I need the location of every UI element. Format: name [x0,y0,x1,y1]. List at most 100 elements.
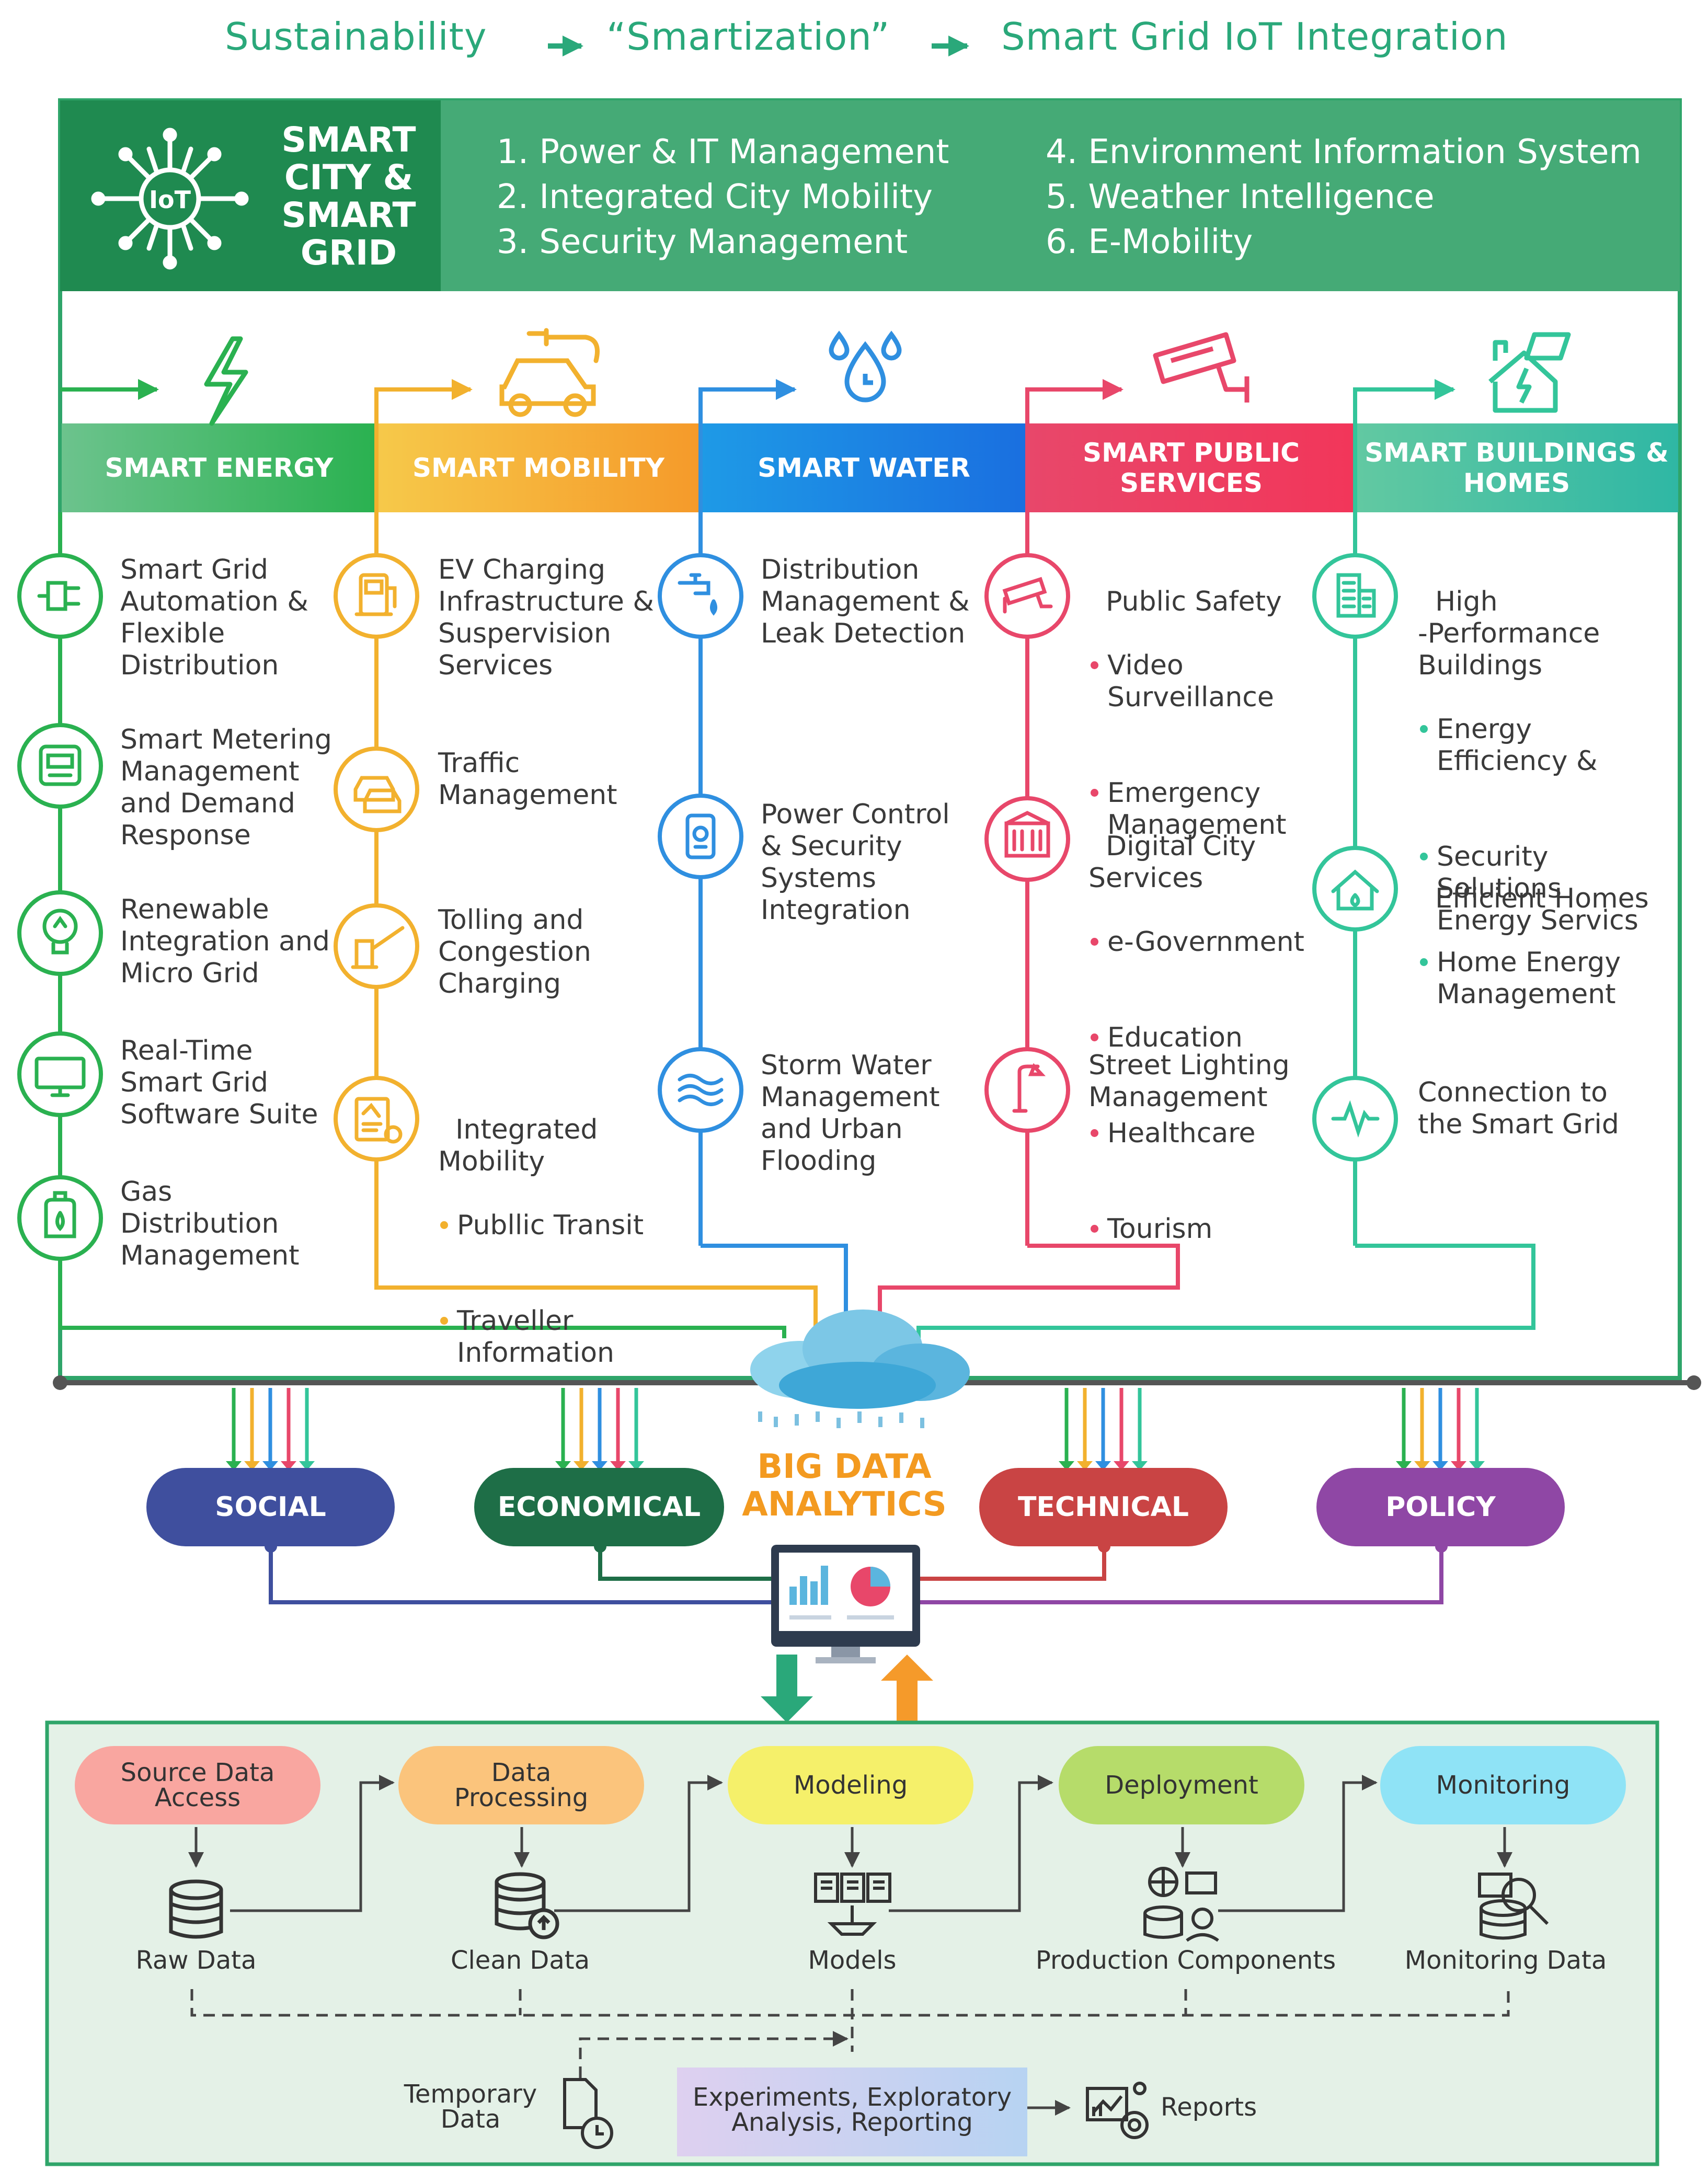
banner-title: SMART CITY & SMART GRID [281,120,416,273]
lightning-bolt-icon [204,336,248,426]
energy-item-grid-automation: Smart Grid Automation & Flexible Distrib… [120,554,308,681]
energy-item-renewable: Renewable Integration and Micro Grid [120,894,330,989]
data-cloud-icon [750,1310,970,1428]
step-modeling: Modeling [728,1746,973,1824]
public-item-street-lighting: Street Lighting Management [1088,1050,1290,1113]
header-smart-mobility: SMART MOBILITY [412,453,664,483]
mobility-item-integrated: Integrated Mobility Publlic Transit Trav… [438,1082,644,1401]
iot-network-icon [91,128,249,270]
bullet-item: Security Solutions Energy Servics [1418,841,1638,937]
analytics-monitor-icon [771,1545,920,1663]
banner-list-item: 4. Environment Information System [1046,133,1642,171]
item-title: Integrated Mobility [438,1114,598,1177]
temporary-data-icon [563,2078,613,2149]
experiments-box [677,2068,1027,2156]
pillar-policy: POLICY [1316,1468,1565,1546]
iot-label: IoT [149,186,191,214]
arrows-to-social [232,1388,309,1464]
reports-icon [1086,2082,1149,2139]
output-monitoring-data: Monitoring Data [1404,1946,1607,1975]
traffic-cars-icon [353,776,402,813]
smart-meter-icon [39,744,82,786]
flow-step-iot-integration: Smart Grid IoT Integration [1001,15,1508,59]
raw-data-icon [169,1879,223,1939]
arrows-to-economical [561,1388,638,1464]
monitoring-data-icon [1478,1873,1549,1940]
buildings-item-smart-grid-connection: Connection to the Smart Grid [1418,1077,1619,1140]
step-monitoring: Monitoring [1380,1746,1626,1824]
banner-list-right: 4. Environment Information System 5. Wea… [1046,130,1642,265]
pillar-social: SOCIAL [146,1468,395,1546]
flow-step-smartization: “Smartization” [606,15,890,59]
output-raw-data: Raw Data [135,1946,257,1975]
flow-step-sustainability: Sustainability [225,15,487,59]
item-title: High -Performance Buildings [1418,586,1600,681]
output-models: Models [808,1946,897,1975]
water-item-storm-water: Storm Water Management and Urban Floodin… [761,1050,940,1177]
header-smart-energy: SMART ENERGY [105,453,334,483]
bullet-item: Publlic Transit [438,1210,644,1242]
water-drops-icon [829,330,902,403]
mobility-item-ev-charging: EV Charging Infrastructure & Suspervisio… [438,554,654,681]
bullet-item: Traveller Information [438,1305,644,1369]
energy-item-icons [17,553,103,1261]
bullet-item: Healthcare [1088,1118,1304,1150]
buildings-item-efficient-homes: Efficient Homes Home Energy Management [1418,851,1649,1042]
energy-item-software-suite: Real-Time Smart Grid Software Suite [120,1035,318,1130]
item-title: Efficient Homes [1435,883,1649,914]
pulse-icon [1331,1100,1380,1138]
banner-list-item: 3. Security Management [497,223,908,261]
solar-house-icon [1488,332,1571,413]
water-tap-icon [678,573,717,616]
banner-list-left: 1. Power & IT Management 2. Integrated C… [497,130,949,265]
monitor-icon [35,1056,86,1097]
banner-list-item: 5. Weather Intelligence [1046,178,1435,216]
mobility-item-tolling: Tolling and Congestion Charging [438,904,591,1000]
energy-item-gas-distribution: Gas Distribution Management [120,1176,300,1271]
output-clean-data: Clean Data [450,1946,590,1975]
home-icon [1331,869,1379,911]
gas-cylinder-icon [44,1191,76,1238]
public-item-safety: Public Safety Video Surveillance Emergen… [1088,554,1287,873]
bullet-item: Energy Efficiency & [1418,714,1638,777]
step-deployment: Deployment [1059,1746,1304,1824]
models-icon [814,1873,891,1936]
security-camera-icon [1153,332,1250,403]
big-data-analytics-title: BIG DATA ANALYTICS [742,1448,947,1524]
bullet-item: Education [1088,1022,1304,1054]
production-components-icon [1143,1867,1219,1942]
bullet-item: Home Energy Management [1418,947,1649,1010]
water-item-power-control: Power Control & Security Systems Integra… [761,799,950,926]
step-data-processing: Data Processing [398,1746,644,1824]
output-production-components: Production Components [1035,1946,1336,1975]
water-item-distribution: Distribution Management & Leak Detection [761,554,970,649]
transit-map-icon [354,1097,403,1144]
pillar-economical: ECONOMICAL [474,1468,724,1546]
control-device-icon [685,813,716,859]
water-waves-icon [678,1074,724,1106]
cctv-icon [1002,577,1053,614]
toll-gate-icon [351,926,405,969]
city-building-icon [1004,811,1050,858]
bullet-item: e-Government [1088,926,1304,958]
arrows-to-policy [1402,1388,1479,1464]
banner-list-item: 1. Power & IT Management [497,133,949,171]
office-building-icon [1336,573,1376,618]
bullet-item: Tourism [1088,1213,1304,1245]
banner-list-item: 2. Integrated City Mobility [497,178,933,216]
public-item-digital-city: Digital City Services e-Government Educa… [1088,799,1304,1277]
header-smart-public-services: SMART PUBLIC SERVICES [1083,438,1300,498]
experiments-label: Experiments, Exploratory Analysis, Repor… [692,2083,1012,2137]
reports-label: Reports [1161,2093,1257,2122]
energy-item-smart-metering: Smart Metering Management and Demand Res… [120,724,332,851]
bullet-item: Emergency Management [1088,777,1287,841]
arrows-to-technical [1064,1388,1142,1464]
bullet-item: Video Surveillance [1088,650,1287,714]
clean-data-icon [495,1872,559,1939]
mobility-item-traffic: Traffic Management [438,748,617,811]
header-smart-water: SMART WATER [758,453,970,483]
item-title: Public Safety [1106,586,1282,617]
power-plug-icon [37,581,81,611]
street-lamp-icon [1012,1063,1046,1113]
